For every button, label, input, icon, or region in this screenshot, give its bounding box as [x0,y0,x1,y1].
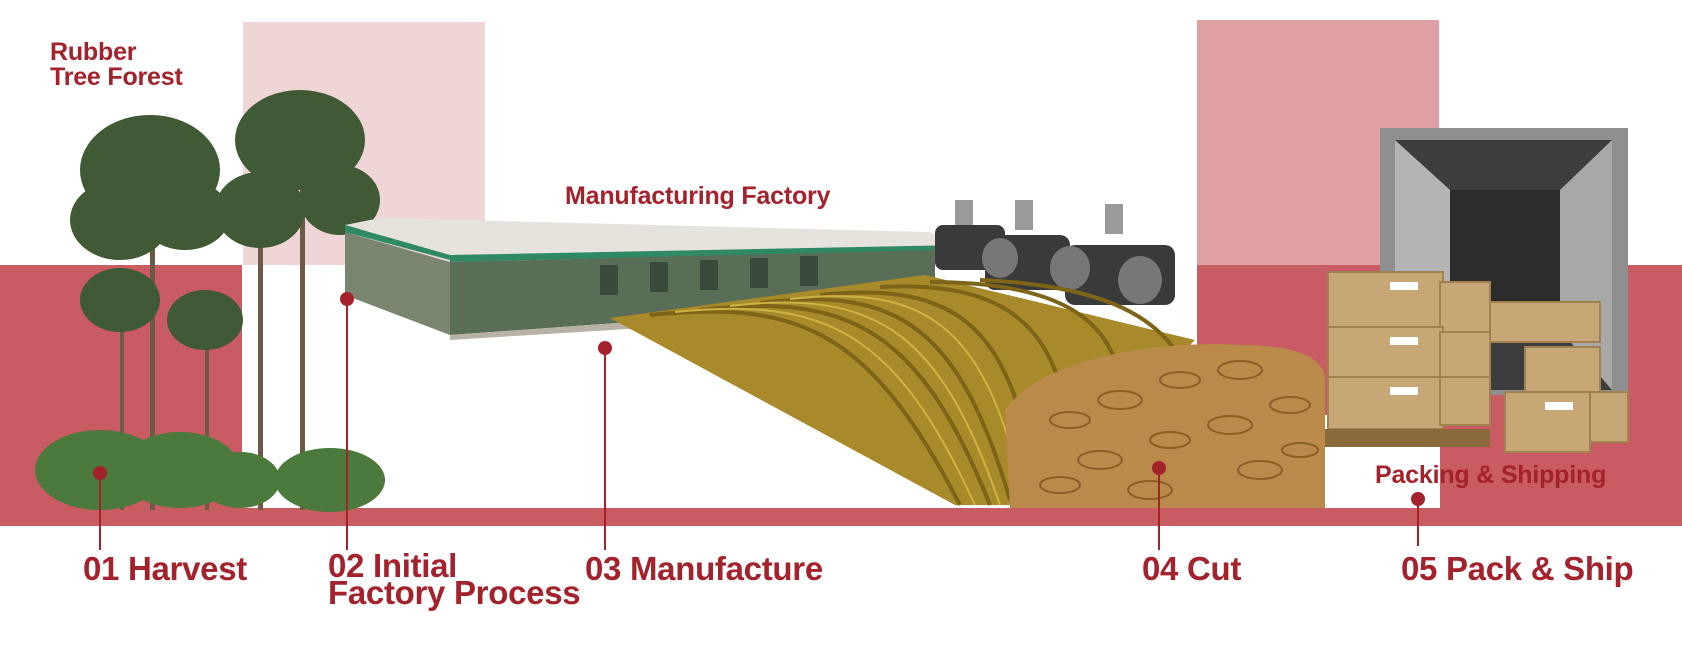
pin-line-initial-process [346,298,348,550]
forest-heading-line1: Rubber [50,38,137,66]
machines-icon [935,200,1175,305]
pin-dot-pack-ship [1411,492,1425,506]
shipping-container-boxes-icon [1325,128,1629,453]
pin-line-cut [1158,467,1160,550]
timeline-band [0,508,1682,526]
pin-line-harvest [99,472,101,550]
step-label-cut: 04 Cut [1142,550,1242,587]
pin-line-pack-ship [1417,498,1419,546]
step-label-harvest: 01 Harvest [83,550,247,587]
pin-dot-harvest [93,466,107,480]
step-label-pack-ship: 05 Pack & Ship [1401,550,1634,587]
rubber-trees-icon [35,90,385,512]
step-label-initial-process: 02 Initial Factory Process [328,549,581,609]
factory-heading: Manufacturing Factory [565,182,831,210]
packing-heading: Packing & Shipping [1375,461,1607,489]
forest-heading-line2: Tree Forest [50,63,183,91]
forest-heading: Rubber Tree Forest [50,40,183,90]
pin-dot-cut [1152,461,1166,475]
pin-dot-initial-process [340,292,354,306]
step-label-manufacture: 03 Manufacture [585,550,823,587]
step-label-initial-process-line1: 02 Initial [328,547,458,584]
pin-line-manufacture [604,347,606,550]
pin-dot-manufacture [598,341,612,355]
cut-rubber-bands-pile-icon [1005,344,1325,508]
step-label-initial-process-line2: Factory Process [328,574,581,611]
